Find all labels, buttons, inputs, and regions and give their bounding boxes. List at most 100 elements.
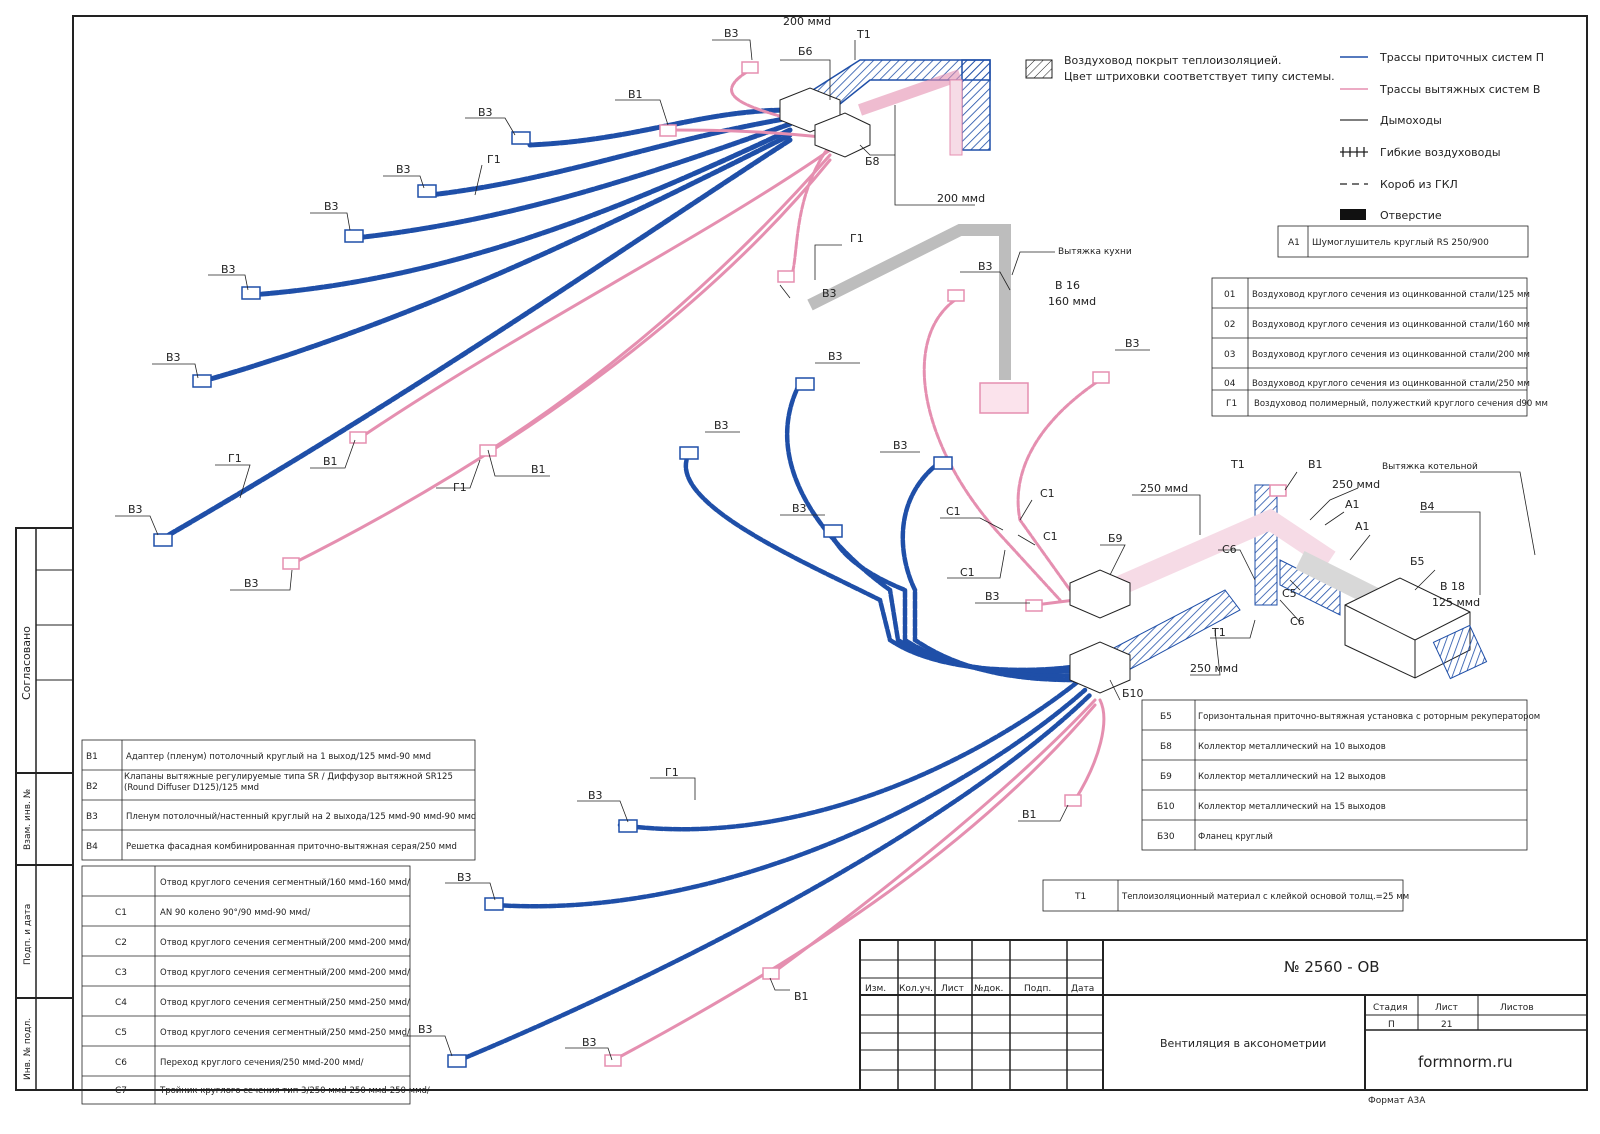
spec-row-desc: Воздуховод полимерный, полужесткий кругл… [1254, 399, 1548, 409]
spec-row-desc: Воздуховод круглого сечения из оцинкован… [1252, 290, 1530, 300]
lbl-b6: Б6 [798, 45, 813, 58]
spec-row-code: С3 [115, 968, 127, 978]
lbl-b1: В1 [1308, 458, 1323, 471]
spec-row-code: В3 [86, 812, 98, 822]
title-block [859, 939, 1588, 1091]
spec-table-units [1141, 699, 1528, 851]
terminal-plenums [153, 131, 953, 1068]
spec-row-desc: Переход круглого сечения/250 ммd-200 ммd… [160, 1058, 364, 1068]
lbl-v3: В3 [166, 351, 181, 364]
tb-stage: П [1388, 1020, 1395, 1030]
lbl-b1: В1 [628, 88, 643, 101]
collectors-top [779, 87, 871, 158]
callouts [115, 39, 1536, 1061]
lbl-c1: С1 [946, 505, 961, 518]
lbl-v3: В3 [396, 163, 411, 176]
tb-col-data: Дата [1071, 984, 1094, 994]
insulated-trunk-top [803, 59, 991, 156]
spec-table-c [81, 865, 411, 1105]
lbl-c6: С6 [1222, 543, 1237, 556]
spec-t1-desc: Теплоизоляционный материал с клейкой осн… [1121, 892, 1409, 902]
supply-ducts-center [452, 380, 1103, 1065]
stamp-inv-original: Инв. № подл. [23, 1018, 33, 1080]
spec-t1-code: Т1 [1074, 892, 1086, 902]
tb-stage-header: Стадия [1373, 1003, 1408, 1013]
spec-row-code: С2 [115, 938, 127, 948]
lbl-b8: Б8 [865, 155, 880, 168]
tb-col-list: Лист [941, 984, 964, 994]
insulated-trunk-main [1105, 484, 1385, 673]
lbl-250mmd: 250 ммd [1332, 478, 1380, 491]
lbl-250mmd: 250 ммd [1140, 482, 1188, 495]
lbl-g1: Г1 [228, 452, 242, 465]
spec-row-code: В1 [86, 752, 98, 762]
stamp-agreed: Согласовано [20, 626, 33, 700]
tb-format: Формат А3А [1368, 1096, 1426, 1106]
spec-a1-code: A1 [1288, 238, 1300, 248]
lbl-c5: С5 [1282, 587, 1297, 600]
spec-row-desc: Решетка фасадная комбинированная приточн… [126, 842, 457, 852]
lbl-b1: В1 [531, 463, 546, 476]
tb-col-podp: Подп. [1024, 984, 1051, 994]
lbl-v3: В3 [221, 263, 236, 276]
lbl-v3: В3 [985, 590, 1000, 603]
spec-row-code: С5 [115, 1028, 127, 1038]
spec-row-desc: Отвод круглого сечения сегментный/160 мм… [160, 878, 410, 888]
legend-exhaust: Трассы вытяжных систем В [1379, 83, 1540, 96]
lbl-250mmd: 250 ммd [1190, 662, 1238, 675]
spec-table-ducts [1211, 277, 1528, 417]
legend-opening: Отверстие [1380, 209, 1442, 222]
spec-row-desc: Воздуховод круглого сечения из оцинкован… [1252, 350, 1530, 360]
side-stamp: Согласовано Взам. инв. № Подп. и дата Ин… [15, 527, 74, 1091]
tb-col-izm: Изм. [865, 984, 886, 994]
spec-row-code: С7 [115, 1086, 127, 1096]
lbl-g1: Г1 [665, 766, 679, 779]
spec-row-code: Б9 [1160, 772, 1172, 782]
spec-table-b [81, 739, 476, 861]
lbl-c1: С1 [1040, 487, 1055, 500]
lbl-200mmd: 200 ммd [937, 192, 985, 205]
lbl-v3: В3 [244, 577, 259, 590]
lbl-g1: Г1 [453, 481, 467, 494]
hatch-swatch [1025, 59, 1053, 79]
spec-c-rows: Отвод круглого сечения сегментный/160 мм… [115, 878, 430, 1096]
lbl-g1: Г1 [850, 232, 864, 245]
spec-b-rows: В1 Адаптер (пленум) потолочный круглый н… [86, 752, 476, 852]
kitchen-exhaust [807, 224, 1011, 380]
spec-a1-desc: Шумоглушитель круглый RS 250/900 [1312, 238, 1489, 248]
legend-flex: Гибкие воздуховоды [1380, 146, 1501, 159]
spec-row-desc: Клапаны вытяжные регулируемые типа SR / … [124, 772, 453, 793]
spec-row-code: Г1 [1226, 399, 1237, 409]
legend-gkl: Короб из ГКЛ [1380, 178, 1458, 191]
lbl-v3: В3 [792, 502, 807, 515]
lbl-v3: В3 [128, 503, 143, 516]
lbl-t1: Т1 [1230, 458, 1245, 471]
spec-row-code: Б8 [1160, 742, 1172, 752]
spec-duct-rows: 01 Воздуховод круглого сечения из оцинко… [1224, 290, 1548, 409]
spec-unit-rows: Б5 Горизонтальная приточно-вытяжная уста… [1157, 712, 1540, 842]
lbl-v18: В 18 [1440, 580, 1465, 593]
lbl-v3: В3 [828, 350, 843, 363]
spec-row-desc: Коллектор металлический на 15 выходов [1198, 802, 1386, 812]
lbl-200mmd-top: 200 ммd [783, 15, 831, 28]
spec-table-a1 [1277, 225, 1529, 258]
legend-supply: Трассы приточных систем П [1379, 51, 1544, 64]
lbl-160mmd: 160 ммd [1048, 295, 1096, 308]
callout-texts: В3 В1 В3 В3 Г1 В3 В3 В3 200 ммd Б6 Т1 Б8… [128, 15, 1480, 1049]
spec-row-desc: Отвод круглого сечения сегментный/200 мм… [160, 938, 410, 948]
spec-row-desc: Воздуховод круглого сечения из оцинкован… [1252, 320, 1530, 330]
lbl-a1: А1 [1345, 498, 1360, 511]
tb-sheets-header: Листов [1500, 1003, 1534, 1013]
spec-row-desc: Горизонтальная приточно-вытяжная установ… [1198, 712, 1540, 722]
lbl-b1: В1 [323, 455, 338, 468]
spec-row-desc: Адаптер (пленум) потолочный круглый на 1… [126, 752, 431, 762]
lbl-c1: С1 [960, 566, 975, 579]
lbl-v3: В3 [822, 287, 837, 300]
lbl-v3: В3 [978, 260, 993, 273]
exhaust-ducts-center [608, 298, 1106, 1064]
legend: Трассы приточных систем П Трассы вытяжны… [1340, 51, 1544, 222]
spec-row-code: 02 [1224, 320, 1235, 330]
collectors-center [1069, 569, 1131, 694]
spec-row-code: Б10 [1157, 802, 1175, 812]
